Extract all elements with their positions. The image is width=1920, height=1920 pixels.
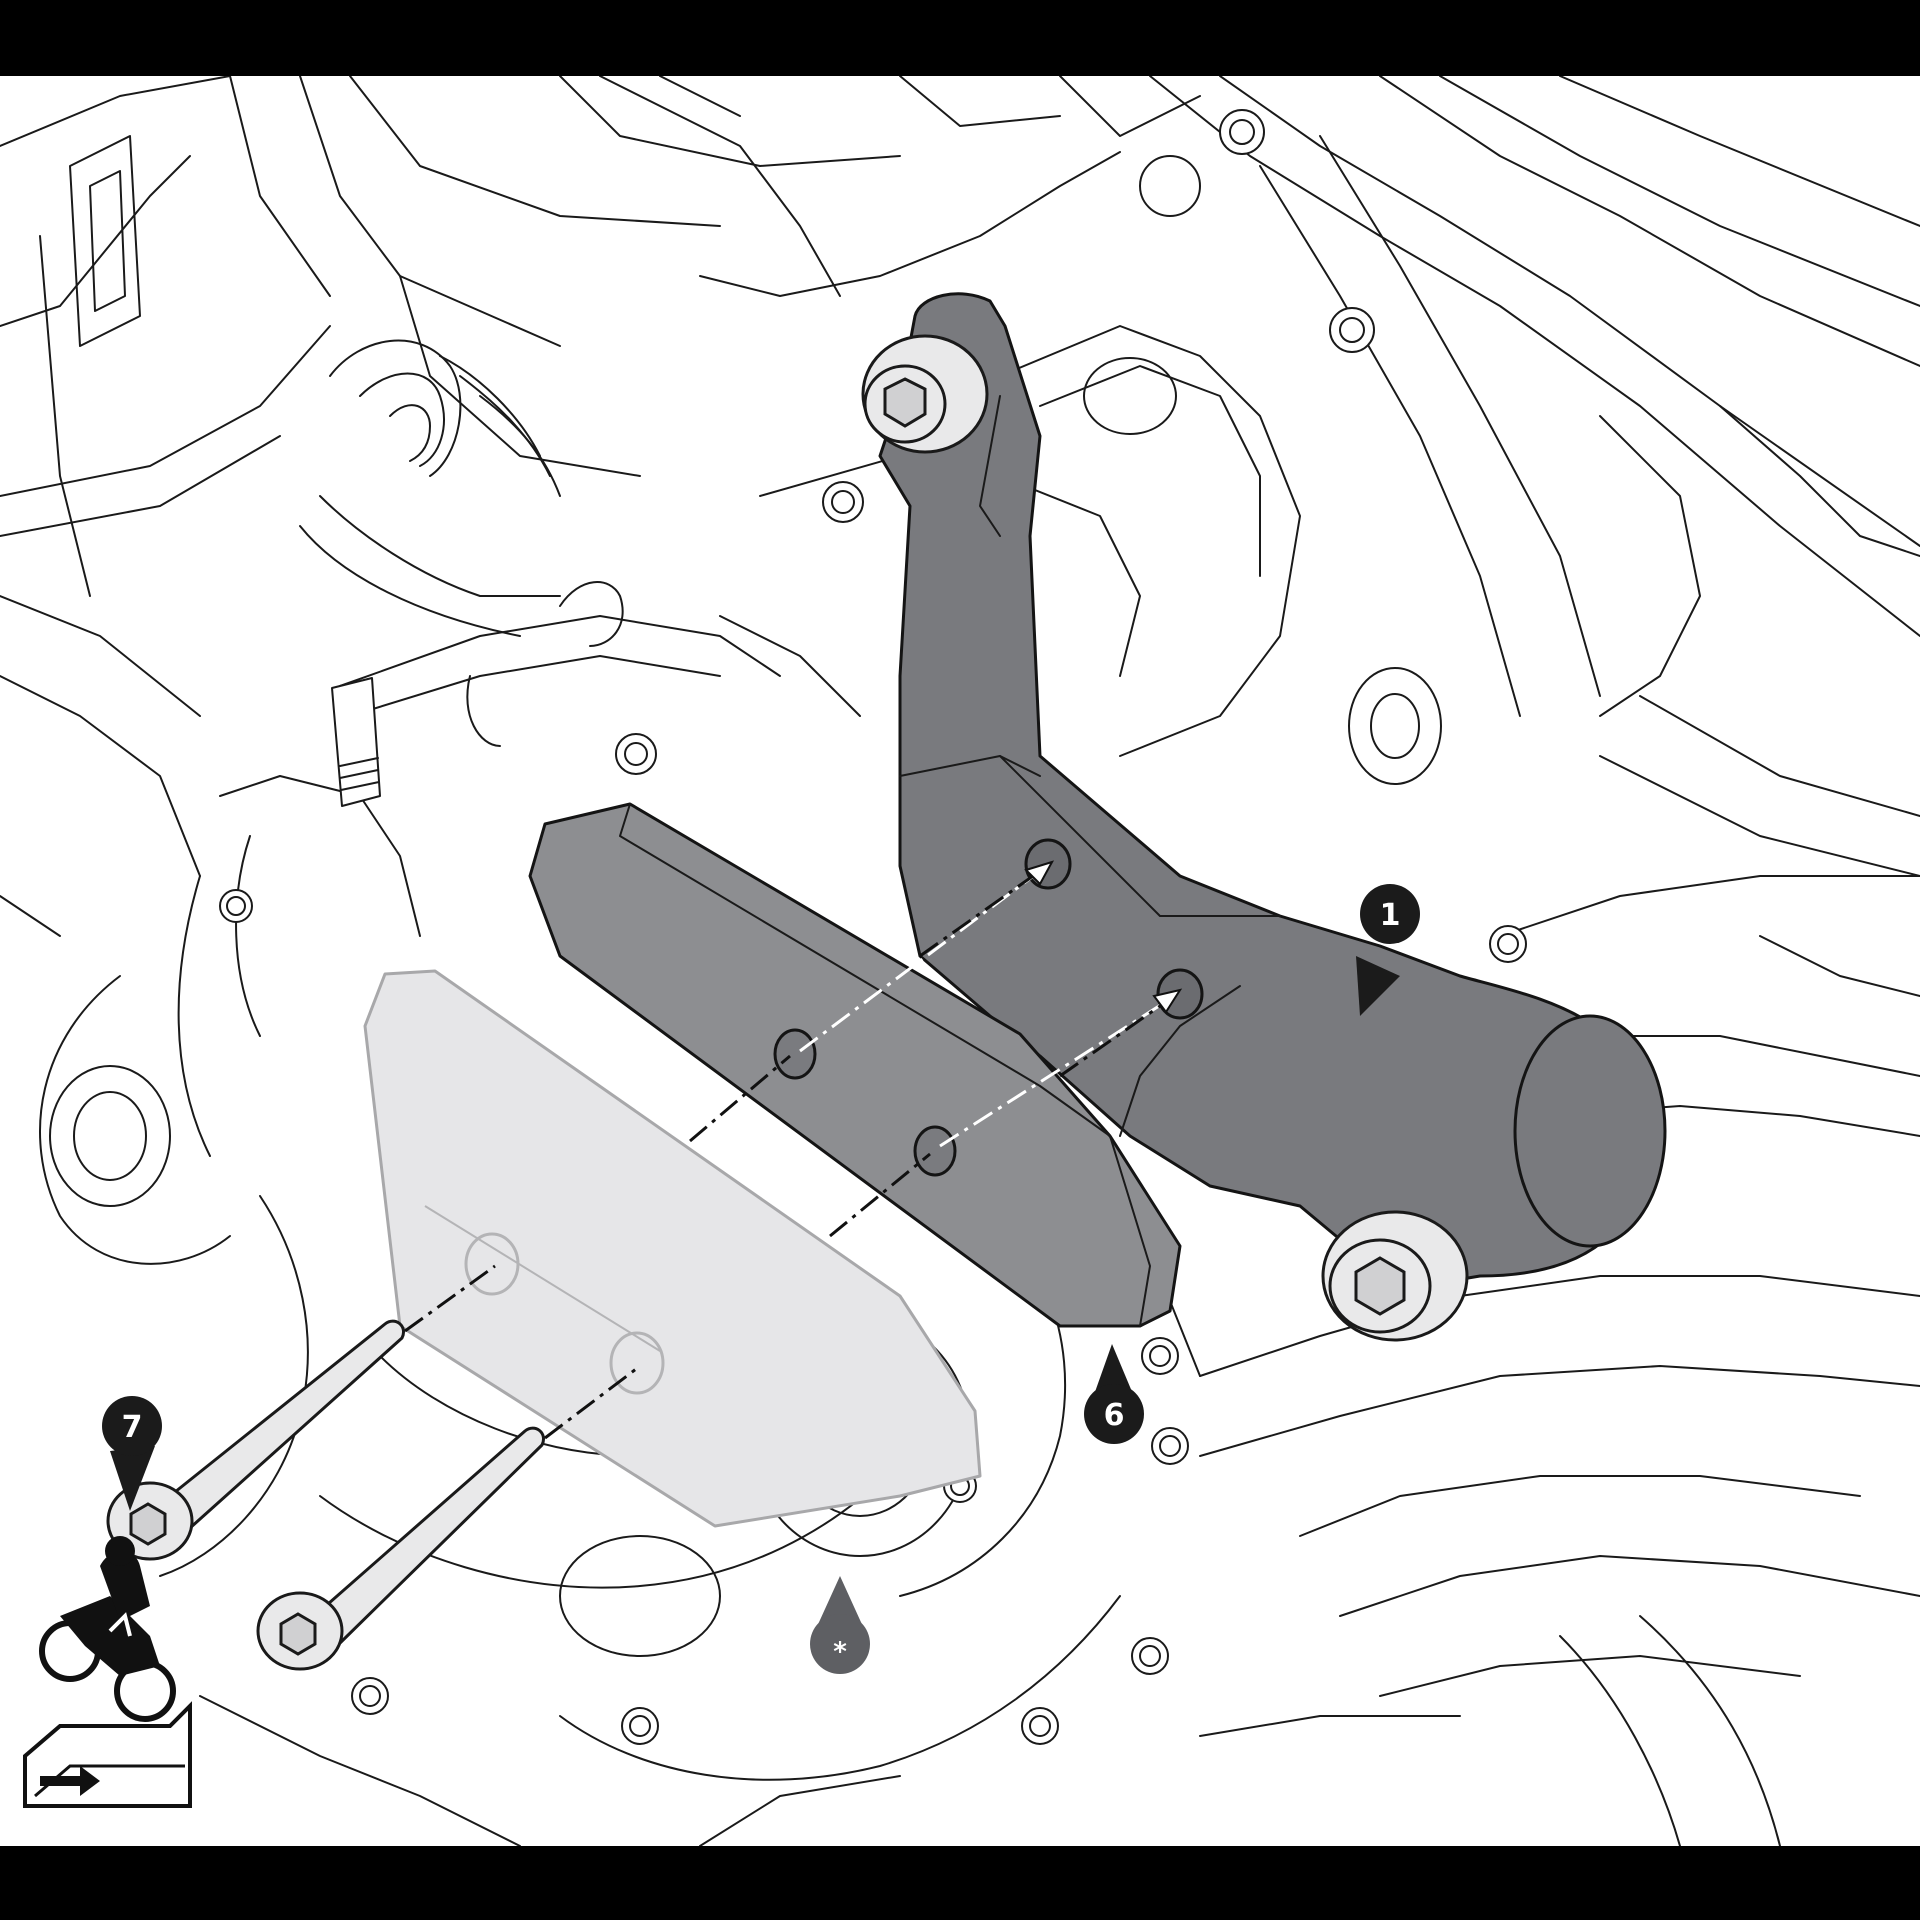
long-bolt-lower <box>256 1426 545 1671</box>
bottom-black-band <box>0 1846 1920 1920</box>
motorcycle-side-view-arrow-icon <box>23 1536 192 1808</box>
callout-part-7: 7 <box>102 1396 162 1511</box>
callout-label-1: 1 <box>1380 898 1401 933</box>
callout-part-1: 1 <box>1356 884 1420 1016</box>
exploded-view-diagram: 1 6 7 * <box>0 76 1920 1846</box>
callout-label-star: * <box>833 1637 847 1667</box>
assembly-axes <box>404 860 1183 1440</box>
callout-label-7: 7 <box>122 1410 143 1445</box>
bottom-bracket-bolt <box>1321 1210 1469 1342</box>
frame-slider-bracket <box>861 292 1667 1342</box>
top-black-band <box>0 0 1920 76</box>
cover-plate <box>363 969 982 1528</box>
top-bracket-bolt <box>861 334 989 454</box>
slider-block <box>528 802 1182 1328</box>
callout-part-star: * <box>810 1576 870 1674</box>
callout-part-6: 6 <box>1084 1344 1144 1444</box>
callout-label-6: 6 <box>1104 1398 1125 1433</box>
